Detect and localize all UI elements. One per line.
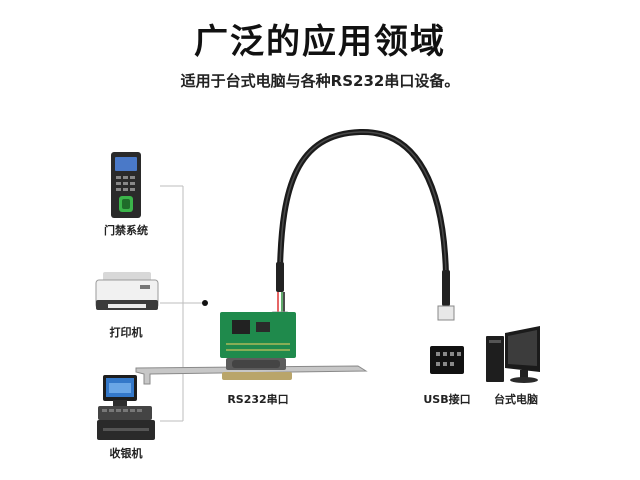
cash-register-image bbox=[97, 375, 155, 440]
serial-cable bbox=[277, 128, 449, 278]
printer-label: 打印机 bbox=[109, 326, 143, 339]
usb-port-label: USB接口 bbox=[423, 393, 471, 406]
desktop-computer-label: 台式电脑 bbox=[494, 393, 538, 406]
access-control-label: 门禁系统 bbox=[104, 224, 148, 237]
desktop-computer-image bbox=[486, 326, 540, 383]
rs232-port-label: RS232串口 bbox=[227, 393, 289, 406]
rs232-card-image bbox=[135, 312, 368, 385]
connector-dot bbox=[202, 300, 208, 306]
connector-bracket bbox=[160, 185, 205, 422]
printer-image bbox=[95, 272, 159, 310]
cash-register-label: 收银机 bbox=[109, 447, 143, 460]
usb-header-connector bbox=[430, 270, 464, 374]
page-subtitle: 适用于台式电脑与各种RS232串口设备。 bbox=[180, 72, 460, 90]
page-title: 广泛的应用领域 bbox=[194, 22, 446, 62]
access-control-device-image bbox=[111, 152, 141, 218]
